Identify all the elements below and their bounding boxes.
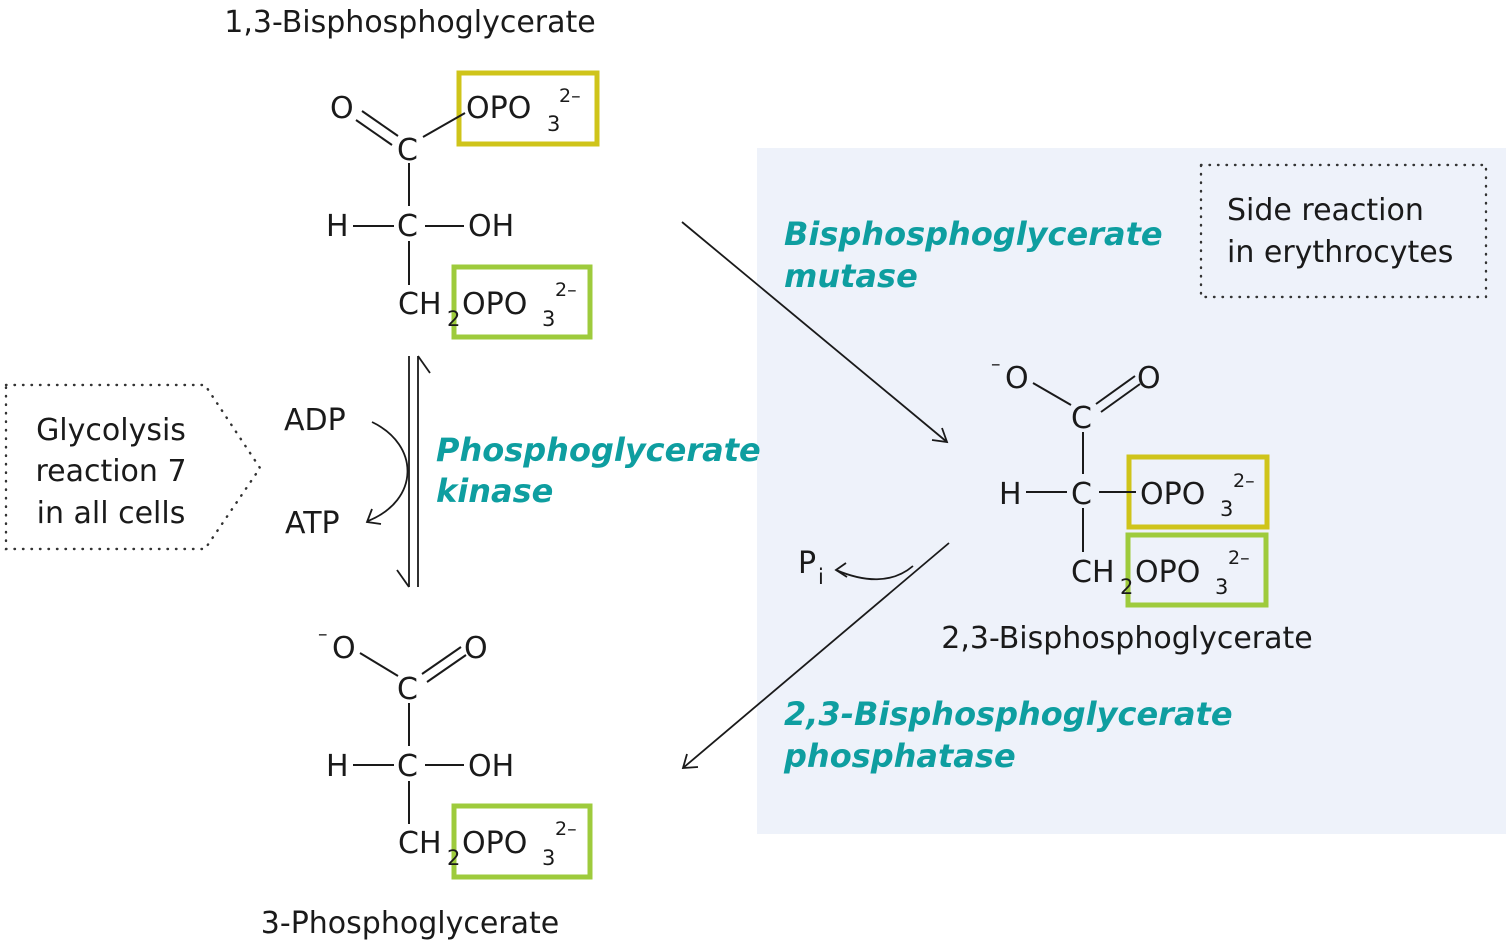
cofactor-adp: ADP [284, 403, 346, 438]
molecule-2-3-bisphosphoglycerate: – O O C H C OPO 3 2– CH 2 OPO 3 2– 2,3-B… [941, 353, 1312, 656]
adp-atp-arrow [365, 421, 409, 525]
glycolysis-note: Glycolysis reaction 7 in all cells [4, 383, 262, 551]
label-1-3-bisphosphoglycerate: 1,3-Bisphosphoglycerate [224, 5, 595, 40]
label-3-phosphoglycerate: 3-Phosphoglycerate [261, 906, 559, 941]
label-2-3-bisphosphoglycerate: 2,3-Bisphosphoglycerate [941, 621, 1312, 656]
side-reaction-note: Side reaction in erythrocytes [1199, 163, 1488, 299]
enzyme-kinase-line-2: kinase [436, 472, 553, 510]
glycolysis-note-line-3: in all cells [37, 496, 186, 531]
atom-opo: OPO [462, 287, 527, 322]
atom-c: C [397, 209, 418, 244]
subscript-2: 2 [447, 307, 460, 331]
glycolysis-note-line-1: Glycolysis [36, 413, 186, 448]
atom-oh: OH [468, 209, 514, 244]
atom-ch: CH [398, 287, 442, 322]
atom-c: C [1071, 477, 1092, 512]
atom-h: H [326, 749, 349, 784]
charge-2-minus: 2– [559, 85, 581, 107]
atom-opo: OPO [466, 91, 531, 126]
atom-h: H [999, 477, 1022, 512]
atom-c: C [397, 133, 418, 168]
atom-c: C [397, 749, 418, 784]
enzyme-phosphatase-line-2: phosphatase [783, 737, 1016, 775]
subscript-2: 2 [1120, 575, 1133, 599]
glycolysis-note-line-2: reaction 7 [35, 454, 186, 489]
enzyme-mutase-label: Bisphosphoglycerate mutase [784, 215, 1163, 295]
reversible-arrow [396, 355, 431, 588]
pi-release-arrow [834, 562, 914, 581]
charge-minus: – [991, 353, 1001, 375]
atom-o: O [332, 631, 356, 666]
enzyme-kinase-label: Phosphoglycerate kinase [436, 431, 761, 510]
charge-2-minus: 2– [1228, 547, 1250, 569]
phosphate-box-green [1125, 532, 1269, 608]
charge-2-minus: 2– [555, 818, 577, 840]
atom-oh: OH [468, 749, 514, 784]
side-note-line-1: Side reaction [1227, 193, 1424, 228]
cofactor-pi: P [798, 546, 816, 581]
enzyme-mutase-line-1: Bisphosphoglycerate [784, 215, 1163, 253]
atom-ch: CH [1071, 555, 1115, 590]
atom-o: O [1005, 361, 1029, 396]
subscript-3: 3 [542, 846, 555, 870]
atom-opo: OPO [462, 826, 527, 861]
charge-2-minus: 2– [555, 279, 577, 301]
subscript-2: 2 [447, 846, 460, 870]
atom-o: O [330, 91, 354, 126]
molecule-1-3-bisphosphoglycerate: 1,3-Bisphosphoglycerate O C OPO 3 2– H C… [224, 5, 600, 340]
subscript-3: 3 [1215, 575, 1228, 599]
atom-c: C [1071, 401, 1092, 436]
atom-c: C [397, 672, 418, 707]
charge-minus: – [318, 623, 328, 645]
phosphate-box-yellow [456, 70, 600, 147]
subscript-3: 3 [1220, 497, 1233, 521]
charge-2-minus: 2– [1233, 470, 1255, 492]
cofactor-atp: ATP [285, 506, 340, 541]
phosphate-box-green [451, 264, 593, 340]
subscript-3: 3 [547, 112, 560, 136]
molecule-3-phosphoglycerate: – O O C H C OH CH 2 OPO 3 2– 3-Phosphogl… [261, 623, 593, 941]
subscript-3: 3 [542, 307, 555, 331]
atom-opo: OPO [1135, 555, 1200, 590]
enzyme-phosphatase-line-1: 2,3-Bisphosphoglycerate [784, 695, 1233, 733]
phosphatase-arrow [681, 542, 950, 769]
enzyme-phosphatase-label: 2,3-Bisphosphoglycerate phosphatase [783, 695, 1233, 775]
atom-o: O [1137, 361, 1161, 396]
enzyme-kinase-line-1: Phosphoglycerate [436, 431, 761, 469]
cofactor-pi-subscript: i [818, 565, 824, 589]
phosphate-box-green [451, 803, 593, 880]
atom-o: O [464, 631, 488, 666]
atom-opo: OPO [1140, 477, 1205, 512]
atom-ch: CH [398, 826, 442, 861]
side-note-line-2: in erythrocytes [1227, 235, 1453, 270]
enzyme-mutase-line-2: mutase [784, 257, 918, 295]
mutase-arrow [681, 221, 949, 444]
atom-h: H [326, 209, 349, 244]
